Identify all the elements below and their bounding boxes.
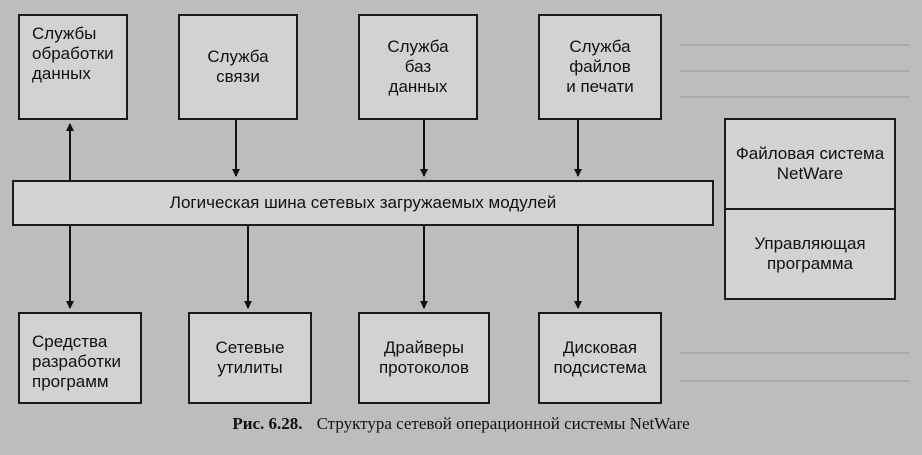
box-dev-tools: Средства разработки программ [18, 312, 142, 404]
background-text-line [680, 70, 910, 72]
box-netware-kernel: Файловая система NetWare Управляющая про… [724, 118, 896, 300]
background-text-line [680, 96, 910, 98]
file-system-section: Файловая система NetWare [726, 120, 894, 208]
box-label: Служба связи [207, 47, 269, 86]
box-label: Сетевые утилиты [215, 338, 285, 377]
box-communication-service: Служба связи [178, 14, 298, 120]
background-text-line [680, 44, 910, 46]
box-database-service: Служба баз данных [358, 14, 478, 120]
caption-number: Рис. 6.28. [232, 414, 303, 433]
box-data-processing-services: Службы обработки данных [18, 14, 128, 120]
box-label: Дисковая подсистема [553, 338, 647, 377]
box-label: Средства разработки программ [32, 332, 121, 391]
box-disk-subsystem: Дисковая подсистема [538, 312, 662, 404]
control-program-section: Управляющая программа [726, 210, 894, 298]
background-text-line [680, 352, 910, 354]
box-label: Служба файлов и печати [566, 37, 634, 96]
file-system-label: Файловая система NetWare [735, 144, 885, 183]
box-network-utilities: Сетевые утилиты [188, 312, 312, 404]
box-protocol-drivers: Драйверы протоколов [358, 312, 490, 404]
box-file-print-service: Служба файлов и печати [538, 14, 662, 120]
control-program-label: Управляющая программа [754, 234, 866, 273]
box-label: Драйверы протоколов [378, 338, 470, 377]
caption-text: Структура сетевой операционной системы N… [316, 414, 690, 433]
box-label: Службы обработки данных [32, 24, 114, 83]
divider [726, 208, 894, 210]
background-text-line [680, 380, 910, 382]
figure-caption: Рис. 6.28. Структура сетевой операционной… [0, 414, 922, 434]
box-label: Служба баз данных [387, 37, 449, 96]
box-logical-bus: Логическая шина сетевых загружаемых моду… [12, 180, 714, 226]
bus-label: Логическая шина сетевых загружаемых моду… [169, 193, 557, 212]
